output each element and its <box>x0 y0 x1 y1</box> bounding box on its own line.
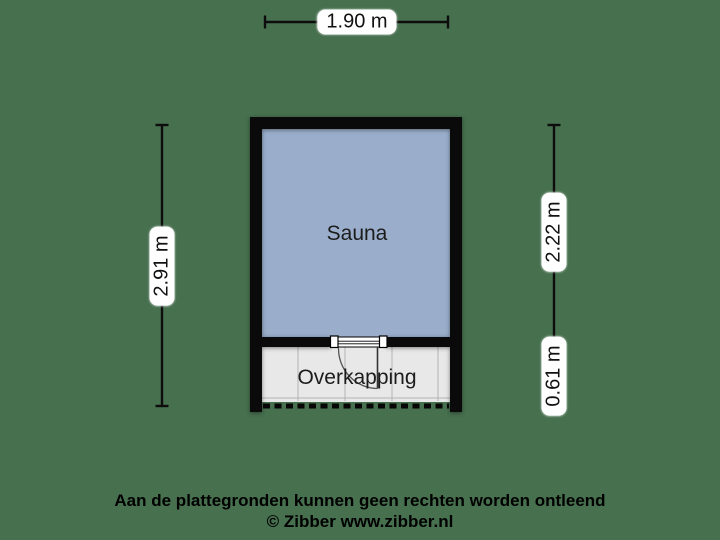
door-swing-arc <box>337 347 378 390</box>
room-label-overkapping: Overkapping <box>297 366 417 389</box>
wall-left <box>250 117 262 412</box>
wall-middle-right <box>387 337 450 347</box>
door-icon <box>329 335 388 390</box>
wall-right <box>450 117 462 412</box>
door-jamb-right <box>378 335 388 349</box>
footer-copyright: © Zibber www.zibber.nl <box>266 512 454 531</box>
wall-middle-left <box>262 337 331 347</box>
glass-panel-icon <box>337 336 381 348</box>
room-sauna-area <box>262 129 450 337</box>
dimension-label-height-left: 2.91 m <box>149 226 175 306</box>
footer-disclaimer: Aan de plattegronden kunnen geen rechten… <box>114 491 606 510</box>
wall-top <box>250 117 462 129</box>
room-label-sauna: Sauna <box>326 222 388 245</box>
dimension-label-height-right-lower: 0.61 m <box>541 336 567 416</box>
dimension-label-width-top: 1.90 m <box>317 9 397 35</box>
dimension-label-height-right-upper: 2.22 m <box>541 192 567 272</box>
footer: Aan de plattegronden kunnen geen rechten… <box>0 490 720 532</box>
deck-board-lines <box>262 347 450 401</box>
walls <box>250 117 462 412</box>
glass-panel-lines <box>338 340 380 345</box>
door-jamb-left <box>329 335 339 349</box>
room-overkapping-area <box>262 347 450 402</box>
